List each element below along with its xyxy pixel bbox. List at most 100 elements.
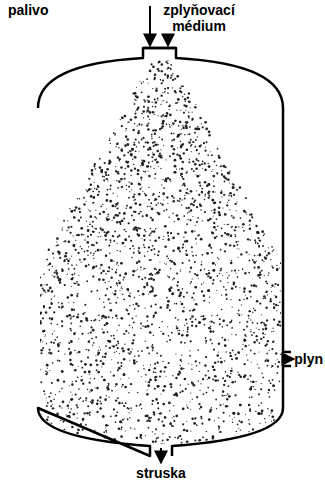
particle xyxy=(129,293,130,294)
particle xyxy=(176,284,178,286)
particle xyxy=(51,323,53,325)
particle xyxy=(180,367,183,370)
particle xyxy=(224,224,225,225)
particle xyxy=(198,160,200,162)
particle xyxy=(69,258,70,259)
particle xyxy=(185,124,188,127)
particle xyxy=(262,259,264,261)
particle xyxy=(183,307,184,308)
particle xyxy=(112,205,115,208)
particle xyxy=(125,330,127,332)
particle xyxy=(95,355,96,356)
particle xyxy=(193,418,194,419)
particle xyxy=(169,124,170,125)
particle xyxy=(135,95,137,97)
particle xyxy=(267,360,269,362)
particle xyxy=(179,198,181,200)
particle xyxy=(174,171,177,174)
particle xyxy=(80,216,82,218)
particle xyxy=(129,181,131,183)
particle xyxy=(57,379,60,382)
particle xyxy=(43,330,45,332)
particle xyxy=(251,214,253,216)
particle xyxy=(216,290,217,291)
particle xyxy=(39,276,41,278)
particle xyxy=(110,286,112,288)
particle xyxy=(102,211,105,214)
particle xyxy=(279,325,281,327)
particle xyxy=(47,289,50,292)
particle xyxy=(271,430,273,432)
particle xyxy=(167,239,169,241)
particle xyxy=(61,305,64,308)
particle xyxy=(256,433,258,435)
particle xyxy=(224,250,226,252)
particle xyxy=(133,359,136,362)
particle xyxy=(272,379,274,381)
particle xyxy=(249,254,250,255)
particle xyxy=(134,199,136,201)
particle xyxy=(92,329,95,332)
particle xyxy=(170,268,172,270)
particle xyxy=(160,202,162,204)
particle xyxy=(261,314,262,315)
particle xyxy=(101,318,102,319)
particle xyxy=(250,296,251,297)
particle xyxy=(163,187,165,189)
particle xyxy=(167,177,169,179)
particle xyxy=(231,368,232,369)
particle xyxy=(266,254,268,256)
particle xyxy=(162,92,163,93)
particle xyxy=(57,359,59,361)
particle xyxy=(198,181,200,183)
particle xyxy=(138,250,140,252)
particle xyxy=(227,224,228,225)
particle xyxy=(93,165,95,167)
particle xyxy=(70,330,72,332)
particle xyxy=(207,275,209,277)
particle xyxy=(130,153,133,156)
particle xyxy=(159,327,160,328)
particle xyxy=(143,99,145,101)
particle xyxy=(94,188,95,189)
particle xyxy=(239,299,241,301)
particle xyxy=(225,371,227,373)
particle xyxy=(213,209,215,211)
particle xyxy=(204,181,207,184)
particle xyxy=(173,420,175,422)
particle xyxy=(84,371,87,374)
particle xyxy=(148,162,150,164)
particle xyxy=(90,234,92,236)
particle xyxy=(72,394,73,395)
particle xyxy=(107,270,109,272)
particle xyxy=(177,437,179,439)
particle xyxy=(137,290,139,292)
particle xyxy=(220,191,223,194)
particle xyxy=(195,325,197,327)
particle xyxy=(160,355,162,357)
particle xyxy=(141,408,142,409)
particle xyxy=(196,175,199,178)
particle xyxy=(238,314,240,316)
particle xyxy=(262,328,264,330)
particle xyxy=(226,298,228,300)
particle xyxy=(140,267,142,269)
particle xyxy=(255,389,256,390)
particle xyxy=(269,396,270,397)
particle xyxy=(164,262,165,263)
particle xyxy=(102,362,105,365)
particle xyxy=(67,274,68,275)
particle xyxy=(69,353,71,355)
particle xyxy=(227,233,230,236)
particle xyxy=(179,189,182,192)
particle xyxy=(130,150,132,152)
particle xyxy=(257,442,259,444)
particle xyxy=(104,162,106,164)
particle xyxy=(228,395,231,398)
particle xyxy=(170,286,173,289)
particle xyxy=(85,397,87,399)
particle xyxy=(76,234,78,236)
particle xyxy=(186,149,189,152)
particle xyxy=(157,100,158,101)
particle xyxy=(160,149,161,150)
